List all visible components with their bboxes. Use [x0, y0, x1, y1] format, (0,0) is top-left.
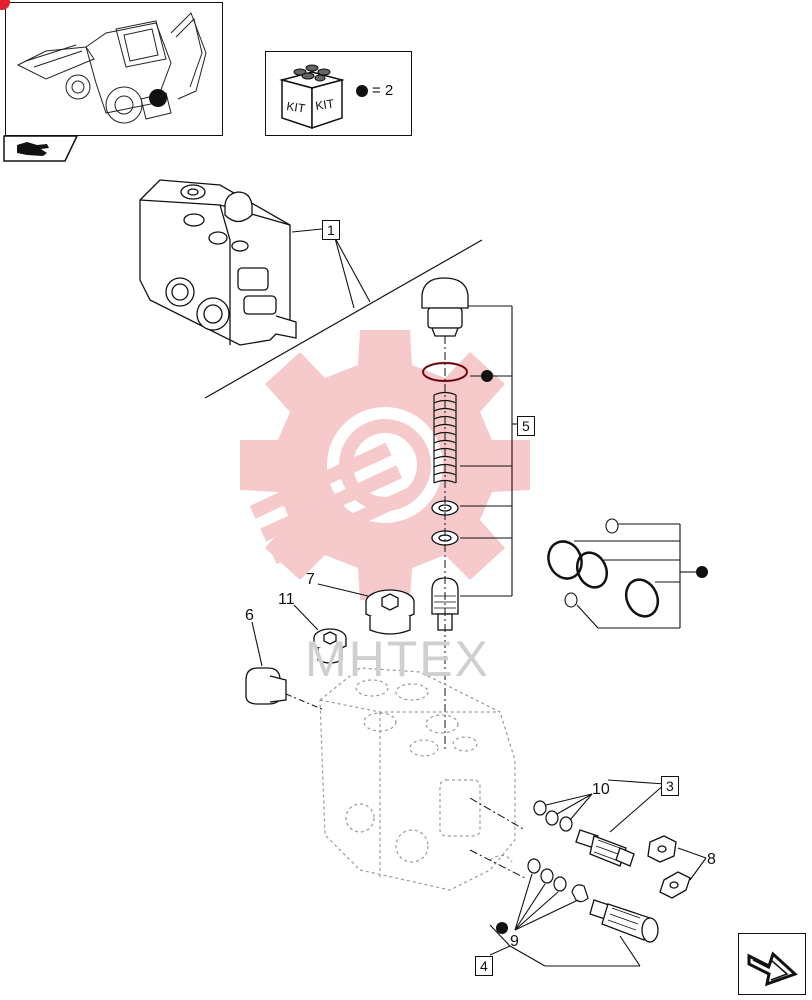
callout-11: 11: [278, 591, 295, 608]
arrow-icon: [747, 951, 798, 987]
callout-9: 9: [510, 933, 519, 950]
o-ring-set: [547, 540, 660, 618]
callout-8: 8: [707, 851, 716, 868]
machine-thumbnail: [5, 2, 223, 136]
kit-dot-orings: [696, 566, 708, 578]
cartridge-3: [575, 829, 635, 867]
valve-section-ghost: [319, 667, 516, 891]
kit-label-right: KIT: [314, 96, 335, 113]
relief-cap: [421, 277, 469, 337]
callout-7: 7: [306, 571, 315, 588]
kit-dot: [356, 85, 368, 97]
plug-11: [313, 628, 347, 664]
hand-pointer-icon: [17, 142, 49, 156]
kit-dot-9: [496, 922, 508, 934]
location-marker: [149, 89, 167, 107]
callout-box-4: 4: [475, 956, 493, 976]
corner-badge: [0, 0, 10, 10]
valve-block-assembly: [139, 179, 297, 346]
o-rings-9: [527, 858, 589, 903]
kit-box-icon: KIT KIT: [279, 64, 345, 130]
plug-7: [365, 589, 415, 635]
callout-10: 10: [592, 781, 610, 798]
callout-6: 6: [245, 607, 254, 624]
next-page-button[interactable]: [738, 933, 806, 995]
watermark-text: MHTEX: [305, 631, 490, 687]
cartridge-4: [589, 899, 659, 943]
clips-8: [647, 835, 691, 899]
kit-equals-text: = 2: [372, 82, 394, 99]
section-divider: [204, 239, 483, 399]
kit-dot-5: [481, 370, 493, 382]
callout-box-3: 3: [661, 776, 679, 796]
kit-legend: KIT KIT = 2: [265, 51, 412, 136]
kit-label-left: KIT: [286, 99, 307, 116]
callout-box-5: 5: [517, 416, 535, 436]
callout-box-1: 1: [322, 220, 340, 240]
backhoe-loader-illustration: [16, 12, 207, 124]
plug-6: [245, 667, 287, 705]
view-tab[interactable]: [3, 135, 79, 163]
o-rings-10: [533, 800, 573, 832]
